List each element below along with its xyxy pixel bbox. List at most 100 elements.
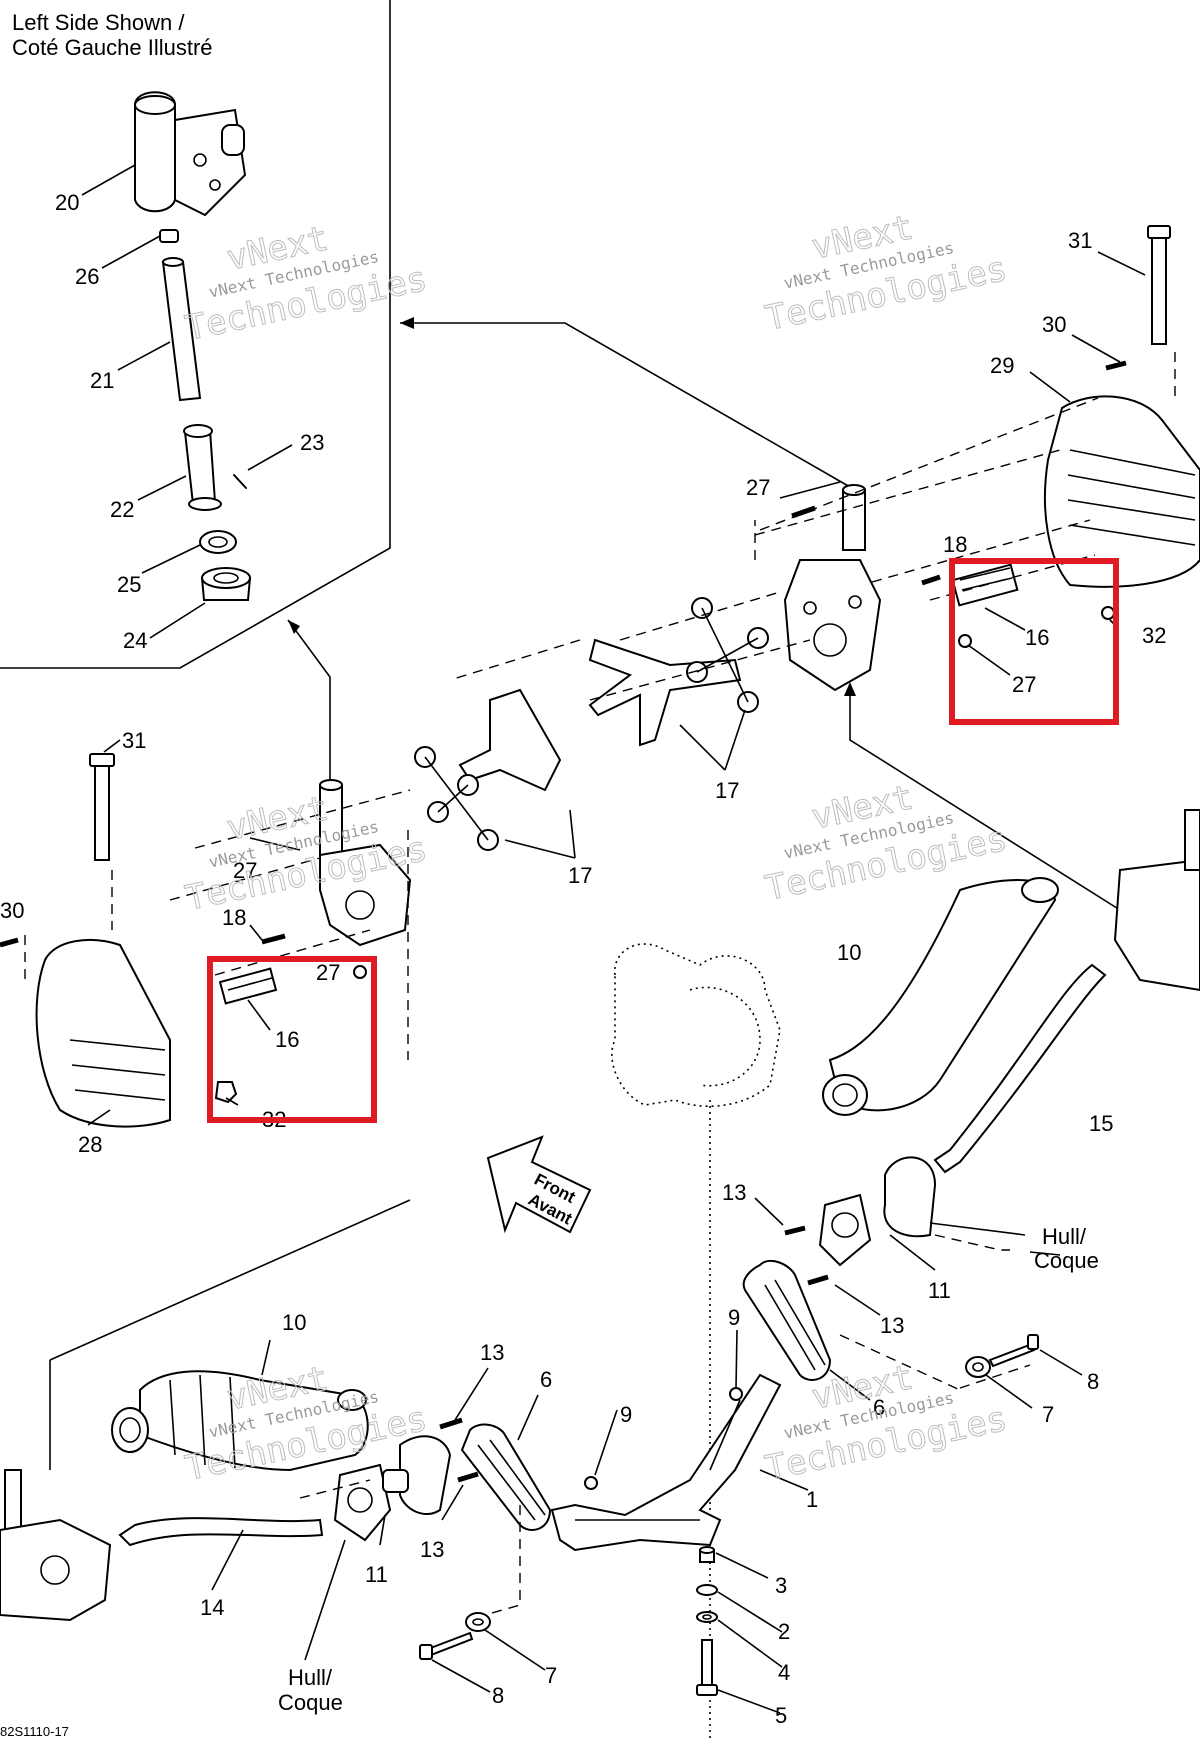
- right-assembly-dashes: [449, 352, 1176, 701]
- bushing-3: [699, 1546, 715, 1563]
- nut-32-left: [214, 1081, 238, 1104]
- bolt-5: [696, 1639, 718, 1696]
- steering-column-tube: [161, 257, 202, 402]
- callout-16-right: 16: [1025, 625, 1049, 650]
- spindle-assembly-left: [319, 779, 412, 947]
- hull-label-right-line1: Hull/: [1042, 1224, 1087, 1249]
- callout-23: 23: [300, 430, 324, 455]
- callout-30-right: 30: [1042, 312, 1066, 337]
- inset-title-line1: Left Side Shown /: [12, 10, 185, 35]
- callout-30-left: 30: [0, 898, 24, 923]
- callout-18-left: 18: [222, 905, 246, 930]
- screw-30-right: [1105, 360, 1127, 371]
- pin-18-left: [261, 933, 286, 945]
- bolt-31-right: [1147, 225, 1171, 345]
- watermark-1: vNext vNext Technologies Technologies: [181, 218, 431, 350]
- callout-13-right-bottom: 13: [880, 1313, 904, 1338]
- callout-13-right-top: 13: [722, 1180, 746, 1205]
- callout-28: 28: [78, 1132, 102, 1157]
- hose-14: [118, 1517, 324, 1547]
- hose-15: [933, 963, 1107, 1174]
- callout-7-left: 7: [545, 1663, 557, 1688]
- callout-13-left-top: 13: [480, 1340, 504, 1365]
- washer-27-right-lower: [958, 634, 972, 648]
- washer-27-left: [353, 965, 367, 979]
- callout-8-right: 8: [1087, 1369, 1099, 1394]
- callout-2: 2: [778, 1619, 790, 1644]
- boot-10-left: [111, 1370, 369, 1472]
- watermark-2: vNext vNext Technologies Technologies: [761, 207, 1011, 340]
- callout-32-right: 32: [1142, 623, 1166, 648]
- reference-arrows: [287, 317, 1121, 911]
- callout-29: 29: [990, 353, 1014, 378]
- callout-7-right: 7: [1042, 1402, 1054, 1427]
- link-1: [550, 1373, 782, 1552]
- nut-9-left: [584, 1476, 598, 1490]
- inset-leader-lines: [81, 164, 293, 639]
- linkage-17-right: [588, 597, 769, 747]
- callout-16-left: 16: [275, 1027, 299, 1052]
- nut-32-right: [1101, 606, 1115, 620]
- callout-27-left-top: 27: [233, 858, 257, 883]
- nut-ring: [200, 567, 252, 601]
- callout-17-right: 17: [715, 778, 739, 803]
- callout-24: 24: [123, 628, 147, 653]
- callout-5: 5: [775, 1703, 787, 1728]
- callout-9-right: 9: [728, 1305, 740, 1330]
- front-direction-arrow: Front Avant: [486, 1135, 592, 1234]
- washer-2: [696, 1584, 718, 1596]
- bolt-8-left: [419, 1631, 474, 1660]
- callout-27-right-bottom: 27: [1012, 672, 1036, 697]
- callout-20: 20: [55, 190, 79, 215]
- callout-10-left: 10: [282, 1310, 306, 1335]
- gasket-11-left: [333, 1463, 392, 1542]
- callout-18-right: 18: [943, 532, 967, 557]
- cover-29: [1043, 395, 1200, 588]
- screw-30-left: [0, 937, 19, 948]
- sleeve-part: [183, 424, 222, 511]
- callout-6-left: 6: [540, 1367, 552, 1392]
- callout-4: 4: [778, 1660, 790, 1685]
- pin-18-right: [921, 574, 941, 586]
- highlight-box-right: [949, 558, 1119, 725]
- arm-6-right: [742, 1259, 832, 1381]
- bolt-31-left: [89, 753, 115, 861]
- right-hose-dashes: [839, 1234, 1031, 1391]
- callout-21: 21: [90, 368, 114, 393]
- callout-9-left: 9: [620, 1402, 632, 1427]
- shaft-16-left: [218, 967, 278, 1005]
- callout-17-left: 17: [568, 863, 592, 888]
- hull-label-right-line2: Coque: [1034, 1248, 1099, 1273]
- steering-column-housing: [134, 91, 247, 217]
- bolt-8-right: [988, 1334, 1039, 1368]
- left-leader-lines: [87, 739, 576, 1126]
- callout-8-left: 8: [492, 1683, 504, 1708]
- callout-22: 22: [110, 497, 134, 522]
- callout-14: 14: [200, 1595, 224, 1620]
- hull-label-left-line1: Hull/: [288, 1665, 333, 1690]
- callout-15: 15: [1089, 1111, 1113, 1136]
- callout-1: 1: [806, 1487, 818, 1512]
- spindle-assembly-right: [783, 484, 882, 692]
- callout-25: 25: [117, 572, 141, 597]
- figure-code: 82S1110-17: [0, 1724, 69, 1739]
- plug-part: [159, 229, 179, 243]
- callout-27-right-top: 27: [746, 475, 770, 500]
- highlight-box-left: [207, 956, 377, 1123]
- cover-28: [35, 939, 171, 1128]
- callout-11-right: 11: [928, 1278, 951, 1303]
- callout-31-right: 31: [1068, 228, 1092, 253]
- spindle-lower-left: [0, 1469, 112, 1622]
- linkage-17-left: [414, 688, 562, 851]
- center-leader-lines: [715, 1197, 1083, 1714]
- screws-13-left: [439, 1417, 479, 1483]
- bushing-ring: [199, 530, 237, 554]
- callout-10-right: 10: [837, 940, 861, 965]
- pin-part: [233, 474, 247, 489]
- screws-13-right: [784, 1225, 829, 1286]
- callout-26: 26: [75, 264, 99, 289]
- nut-9-right: [729, 1387, 743, 1401]
- flange-11-left: [382, 1435, 452, 1515]
- lower-left-dashes: [49, 1199, 521, 1616]
